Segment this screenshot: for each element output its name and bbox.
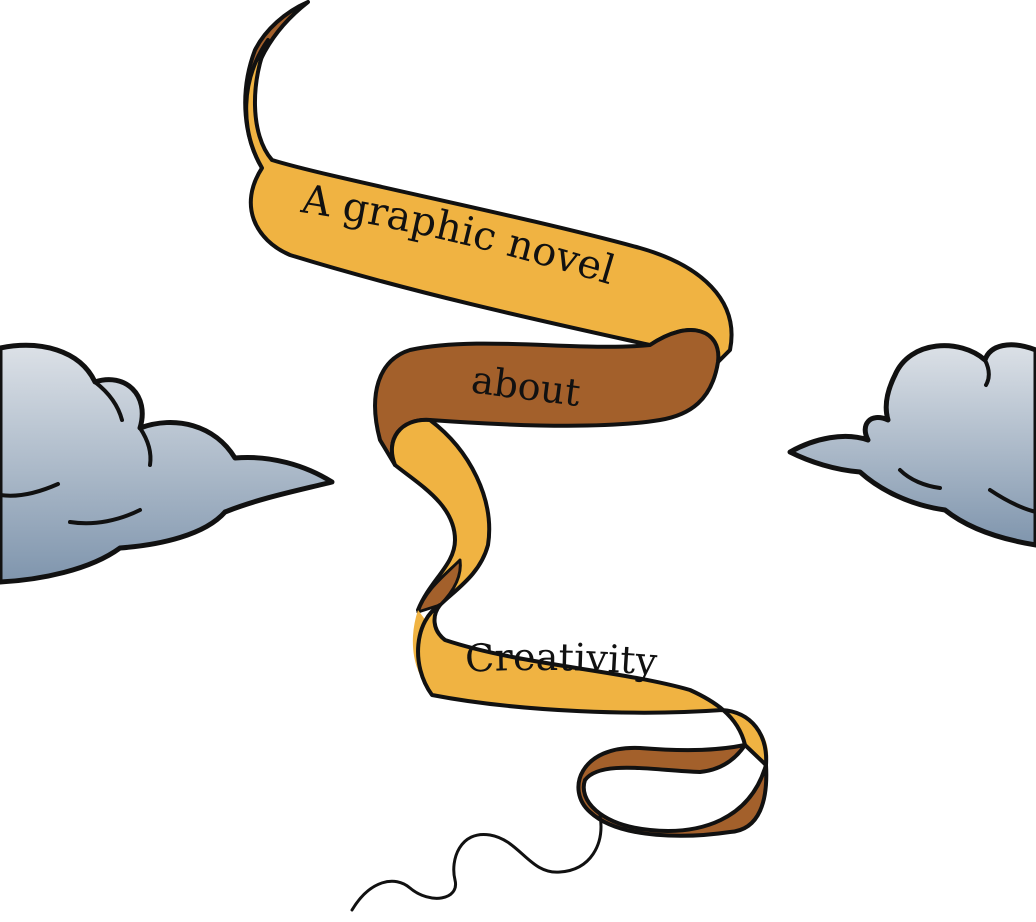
banner-line-3: Creativity — [464, 635, 659, 684]
cloud-left — [0, 342, 335, 585]
cloud-right — [787, 342, 1036, 548]
ribbon-banner — [243, 0, 769, 912]
